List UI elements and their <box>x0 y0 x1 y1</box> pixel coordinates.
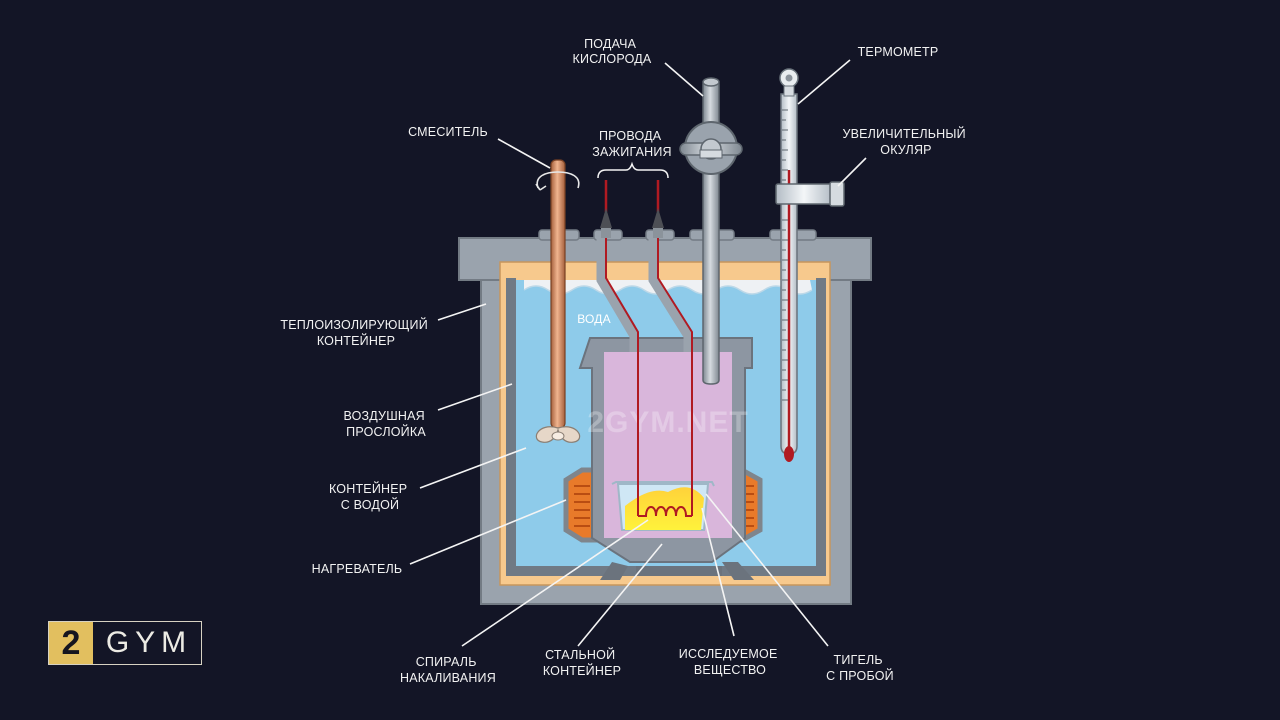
label-thermometer: ТЕРМОМЕТР <box>858 45 939 59</box>
label-heater: НАГРЕВАТЕЛЬ <box>312 562 403 576</box>
filament-coil <box>638 506 692 517</box>
watermark: 2GYM.NET <box>587 406 748 439</box>
leader-lines <box>409 59 867 647</box>
label-mixer: СМЕСИТЕЛЬ <box>408 125 488 139</box>
ignition-wires <box>596 180 693 517</box>
label-oxygen-supply: ПОДАЧА КИСЛОРОДА <box>573 37 652 66</box>
label-steel-container: СТАЛЬНОЙ КОНТЕЙНЕР <box>543 647 621 678</box>
label-sample: ИССЛЕДУЕМОЕ ВЕЩЕСТВО <box>679 647 781 677</box>
steel-container <box>578 337 754 580</box>
water-surface <box>524 280 812 294</box>
ignition-bracket <box>597 161 669 179</box>
mixer <box>535 159 581 443</box>
label-ignition-wires: ПРОВОДА ЗАЖИГАНИЯ <box>592 129 672 159</box>
label-air-layer: ВОЗДУШНАЯ ПРОСЛОЙКА <box>343 409 428 439</box>
thermometer <box>775 68 845 462</box>
oxygen-supply-tube <box>679 77 743 385</box>
logo-number: 2 <box>49 622 93 664</box>
magnifier-eyepiece <box>775 181 845 207</box>
label-crucible: ТИГЕЛЬ С ПРОБОЙ <box>826 653 894 683</box>
label-filament: СПИРАЛЬ НАКАЛИВАНИЯ <box>400 655 496 685</box>
label-water-container: КОНТЕЙНЕР С ВОДОЙ <box>329 481 411 512</box>
label-magnifier: УВЕЛИЧИТЕЛЬНЫЙ ОКУЛЯР <box>842 126 969 157</box>
water-label: ВОДА <box>577 312 611 326</box>
logo-word: GYM <box>105 626 193 659</box>
brand-logo: 2 GYM <box>48 621 202 665</box>
label-insulated-container: ТЕПЛОИЗОЛИРУЮЩИЙ КОНТЕЙНЕР <box>280 317 431 348</box>
crucible <box>611 481 715 531</box>
